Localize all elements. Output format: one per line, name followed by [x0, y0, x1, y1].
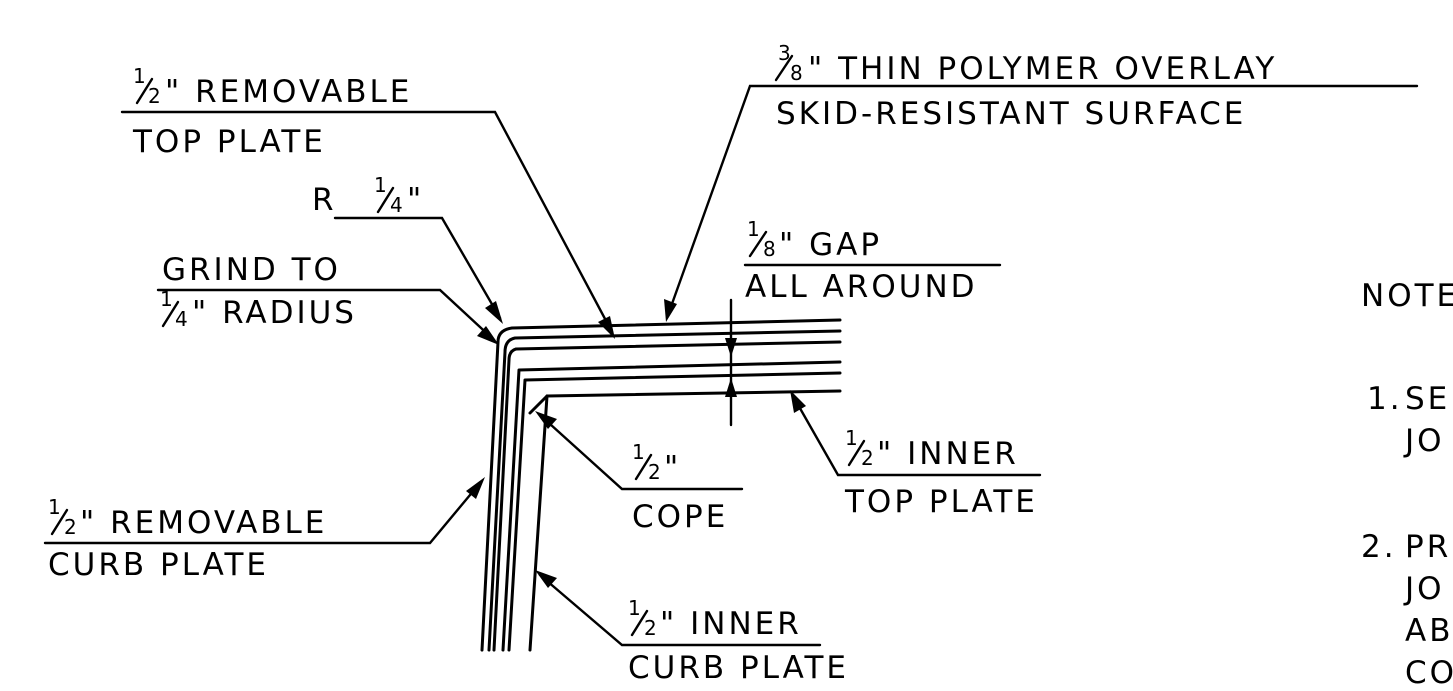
label-inner-curb-plate: 1 2 " INNER CURB PLATE	[628, 596, 849, 686]
overlay-leader-arrow	[664, 299, 677, 322]
note-2-line-2: JO	[1403, 571, 1445, 607]
grind-arrow	[477, 326, 499, 345]
removable-top-plate-frac-num: 1	[133, 64, 146, 88]
inner-top-plate-frac-num: 1	[845, 426, 858, 450]
grind-frac-den: 4	[175, 307, 188, 331]
label-inner-top-plate: 1 2 " INNER TOP PLATE	[844, 426, 1038, 520]
inner-top-plate-leader	[791, 394, 1042, 477]
overlay-line1: " THIN POLYMER OVERLAY	[808, 51, 1277, 87]
gap-frac-num: 1	[747, 217, 760, 241]
removable-curb-plate-arrow	[466, 477, 485, 499]
notes-block: NOTE 1. SE JO 2. PR JO AB CO	[1361, 278, 1453, 691]
removable-curb-plate-leader	[43, 481, 482, 545]
gap-line1: " GAP	[779, 227, 882, 263]
cope-arrow	[535, 411, 557, 429]
cope-leader	[538, 413, 744, 491]
inner-curb-plate-line1: " INNER	[660, 606, 802, 642]
note-2-line-4: CO	[1405, 655, 1453, 691]
label-radius: R 1 4 "	[312, 173, 424, 218]
inner-curb-plate-frac-slash	[630, 609, 649, 637]
grind-leader	[156, 288, 496, 342]
removable-curb-plate-frac-den: 2	[64, 515, 77, 539]
radius-frac-num: 1	[374, 173, 387, 197]
removable-top-plate-frac-den: 2	[148, 84, 161, 108]
inner-curb-plate-frac-den: 2	[644, 616, 657, 640]
gap-frac-slash	[748, 230, 768, 258]
label-removable-top-plate: 1 2 " REMOVABLE TOP PLATE	[132, 64, 412, 160]
gap-frac-den: 8	[763, 237, 776, 261]
grind-frac-num: 1	[160, 287, 173, 311]
inner-curb-plate-arrow	[535, 570, 557, 588]
grind-line2: " RADIUS	[192, 295, 357, 331]
removable-top-plate-line	[487, 329, 842, 652]
cope-line1: "	[664, 450, 681, 486]
overlay-top-line	[480, 318, 842, 652]
inner-top-plate-mid-line	[507, 371, 842, 652]
note-2-line-3: AB	[1405, 613, 1453, 649]
label-overlay: 3 8 " THIN POLYMER OVERLAY SKID-RESISTAN…	[774, 41, 1277, 132]
cope-frac-den: 2	[648, 460, 661, 484]
grind-frac-slash	[161, 300, 180, 328]
removable-top-plate-leader	[120, 110, 614, 334]
removable-top-plate-bottom-line	[492, 340, 842, 652]
notes-heading: NOTE	[1361, 278, 1453, 314]
radius-frac-slash	[376, 186, 395, 214]
overlay-frac-slash	[774, 54, 794, 82]
removable-curb-plate-line1: " REMOVABLE	[80, 505, 327, 541]
cope-line2: COPE	[632, 499, 728, 535]
inner-top-plate-frac-den: 2	[861, 446, 874, 470]
removable-top-plate-line1: " REMOVABLE	[165, 74, 412, 110]
gap-dimension	[725, 298, 737, 427]
cope-frac-slash	[634, 453, 653, 481]
label-cope: 1 2 " COPE	[632, 440, 728, 535]
radius-leader	[333, 216, 502, 320]
overlay-frac-num: 3	[778, 41, 791, 65]
radius-suffix: "	[407, 182, 424, 218]
removable-top-plate-arrow	[598, 316, 615, 339]
inner-curb-plate-frac-num: 1	[628, 596, 641, 620]
gap-arrow-down	[725, 338, 737, 357]
removable-top-plate-line2: TOP PLATE	[132, 124, 326, 160]
overlay-leader	[666, 84, 1419, 317]
cope-frac-num: 1	[632, 440, 645, 464]
inner-top-plate-arrow	[790, 390, 806, 413]
radius-frac-den: 4	[390, 193, 403, 217]
label-grind: GRIND TO 1 4 " RADIUS	[160, 252, 357, 331]
radius-prefix: R	[312, 182, 337, 218]
leader-lines	[43, 84, 1419, 647]
label-removable-curb-plate: 1 2 " REMOVABLE CURB PLATE	[48, 495, 327, 583]
note-1-line-1: SE	[1405, 381, 1450, 417]
inner-top-plate-line1: " INNER	[877, 436, 1019, 472]
note-2-line-1: PR	[1405, 529, 1451, 565]
gap-arrow-up	[725, 378, 737, 397]
overlay-frac-den: 8	[790, 61, 803, 85]
label-gap: 1 8 " GAP ALL AROUND	[745, 217, 978, 305]
cope-cut-line	[528, 394, 549, 415]
overlay-line2: SKID-RESISTANT SURFACE	[776, 96, 1246, 132]
note-1-number: 1.	[1367, 381, 1403, 417]
note-1-line-2: JO	[1403, 423, 1445, 459]
removable-curb-plate-frac-slash	[50, 508, 69, 536]
inner-curb-plate-leader	[538, 573, 822, 647]
radius-arrow	[485, 301, 503, 324]
note-2-number: 2.	[1361, 529, 1397, 565]
removable-top-plate-frac-slash	[135, 77, 154, 105]
grind-line1: GRIND TO	[162, 252, 341, 288]
removable-curb-plate-frac-num: 1	[48, 495, 61, 519]
plate-geometry	[480, 318, 842, 652]
gap-line2: ALL AROUND	[745, 269, 978, 305]
inner-top-plate-line2: TOP PLATE	[844, 484, 1038, 520]
inner-top-plate-frac-slash	[847, 439, 866, 467]
removable-curb-plate-line2: CURB PLATE	[48, 547, 269, 583]
inner-curb-plate-line2: CURB PLATE	[628, 650, 849, 686]
inner-top-plate-top-line	[501, 360, 842, 652]
